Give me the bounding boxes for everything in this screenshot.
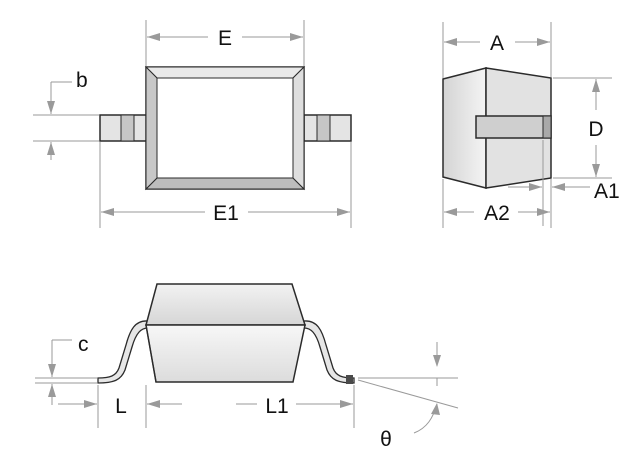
dimension-L: L	[58, 385, 182, 428]
side-view: A D A1 A2	[442, 22, 620, 228]
label-A2: A2	[484, 202, 510, 225]
label-A1: A1	[594, 180, 620, 203]
dimension-c: c	[35, 333, 97, 405]
dimension-L1: L1	[236, 385, 355, 428]
label-A: A	[490, 32, 504, 55]
top-view-body	[144, 65, 306, 191]
label-E1: E1	[213, 202, 239, 225]
label-L1: L1	[265, 395, 288, 418]
top-view: E E1 b	[33, 20, 352, 228]
right-lead	[303, 114, 352, 142]
front-view-body	[145, 283, 307, 383]
left-gullwing-lead	[97, 320, 149, 384]
label-D: D	[588, 118, 603, 141]
label-L: L	[115, 395, 127, 418]
right-gullwing-lead	[303, 320, 355, 384]
label-theta: θ	[380, 428, 392, 450]
dimension-A: A	[442, 22, 552, 78]
left-lead	[99, 114, 148, 142]
label-c: c	[78, 333, 89, 356]
side-view-body	[442, 67, 552, 189]
front-view: c L L1 θ	[35, 283, 459, 450]
dimension-D: D	[553, 77, 612, 179]
dimension-A2: A2	[442, 179, 552, 228]
dimension-E: E	[145, 20, 305, 66]
dimension-b: b	[33, 69, 99, 160]
dimension-E1: E1	[99, 142, 352, 228]
label-E: E	[218, 27, 232, 50]
label-b: b	[76, 69, 88, 92]
dimension-theta: θ	[357, 342, 459, 450]
